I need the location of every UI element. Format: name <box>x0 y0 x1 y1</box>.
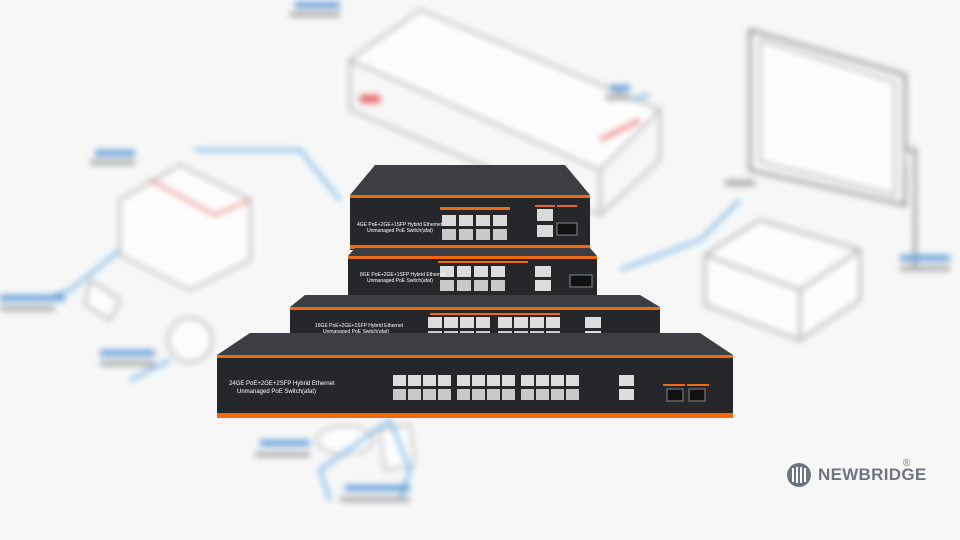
switch-4-model-line2: Unmanaged PoE Switch(afat) <box>367 228 433 234</box>
switch-4-port-illustration <box>350 165 590 250</box>
ethernet-port <box>423 375 436 386</box>
camera-illustration <box>83 163 251 363</box>
ethernet-port <box>566 389 579 400</box>
ethernet-port <box>551 375 564 386</box>
diagram-labels <box>0 2 950 502</box>
ethernet-port <box>521 389 534 400</box>
ethernet-port <box>551 389 564 400</box>
ethernet-port <box>428 317 442 328</box>
ethernet-port <box>514 317 528 328</box>
monitor-illustration <box>748 28 917 270</box>
ethernet-port <box>408 375 421 386</box>
newbridge-logo-icon <box>787 463 811 487</box>
poe-switch-4-port: 4GE PoE+2GE+1SFP Hybrid Ethernet Unmanag… <box>345 165 595 255</box>
poe-switch-24-port: 24GE PoE+2GE+2SFP Hybrid Ethernet Unmana… <box>215 333 735 423</box>
ethernet-port <box>440 266 454 277</box>
ethernet-port <box>536 375 549 386</box>
switch-24-port-illustration <box>217 333 733 418</box>
uplink-port <box>535 266 551 277</box>
switch-16-model-line2: Unmanaged PoE Switch(afat) <box>323 329 389 335</box>
ethernet-port <box>408 389 421 400</box>
ethernet-port <box>438 389 451 400</box>
ethernet-port <box>491 266 505 277</box>
ethernet-port <box>393 389 406 400</box>
switch-24-model-line2: Unmanaged PoE Switch(afat) <box>237 389 317 395</box>
ethernet-port <box>487 389 500 400</box>
switch-8-model-line1: 8GE PoE+2GE+1SFP Hybrid Ethernet <box>360 272 446 278</box>
uplink-port <box>619 389 634 400</box>
ethernet-port <box>457 280 471 291</box>
switch-24-model-line1: 24GE PoE+2GE+2SFP Hybrid Ethernet <box>229 381 335 387</box>
ethernet-port <box>472 375 485 386</box>
ethernet-port <box>393 375 406 386</box>
ethernet-port <box>502 389 515 400</box>
ethernet-port <box>530 317 544 328</box>
ethernet-port <box>476 317 490 328</box>
uplink-port <box>619 375 634 386</box>
ethernet-port <box>521 375 534 386</box>
poe-switch-8-port: 8GE PoE+2GE+1SFP Hybrid Ethernet Unmanag… <box>345 248 600 308</box>
ethernet-port <box>491 280 505 291</box>
ethernet-port <box>423 389 436 400</box>
ethernet-port <box>546 317 560 328</box>
ethernet-port <box>536 389 549 400</box>
ethernet-port <box>457 375 470 386</box>
pc-illustration <box>704 218 861 342</box>
ethernet-port <box>440 280 454 291</box>
ethernet-port <box>474 266 488 277</box>
switch-8-port-illustration <box>348 248 597 303</box>
uplink-port <box>585 317 601 328</box>
ethernet-port <box>487 375 500 386</box>
ethernet-port <box>460 317 474 328</box>
switch-4-model-line1: 4GE PoE+2GE+1SFP Hybrid Ethernet <box>357 222 443 228</box>
ethernet-port <box>474 280 488 291</box>
ethernet-port <box>498 317 512 328</box>
ethernet-port <box>457 389 470 400</box>
ethernet-port <box>472 389 485 400</box>
ethernet-port <box>438 375 451 386</box>
ethernet-port <box>444 317 458 328</box>
newbridge-logo: NEWBRIDGE <box>786 458 926 492</box>
registered-mark: ® <box>903 458 911 469</box>
switch-8-model-line2: Unmanaged PoE Switch(afat) <box>367 278 433 284</box>
ethernet-port <box>566 375 579 386</box>
nvr-device-illustration <box>347 8 662 217</box>
brand-name: NEWBRIDGE <box>818 465 927 484</box>
switch-16-model-line1: 16GE PoE+2GE+1SFP Hybrid Ethernet <box>315 323 404 329</box>
uplink-port <box>535 280 551 291</box>
ethernet-port <box>457 266 471 277</box>
ethernet-port <box>502 375 515 386</box>
